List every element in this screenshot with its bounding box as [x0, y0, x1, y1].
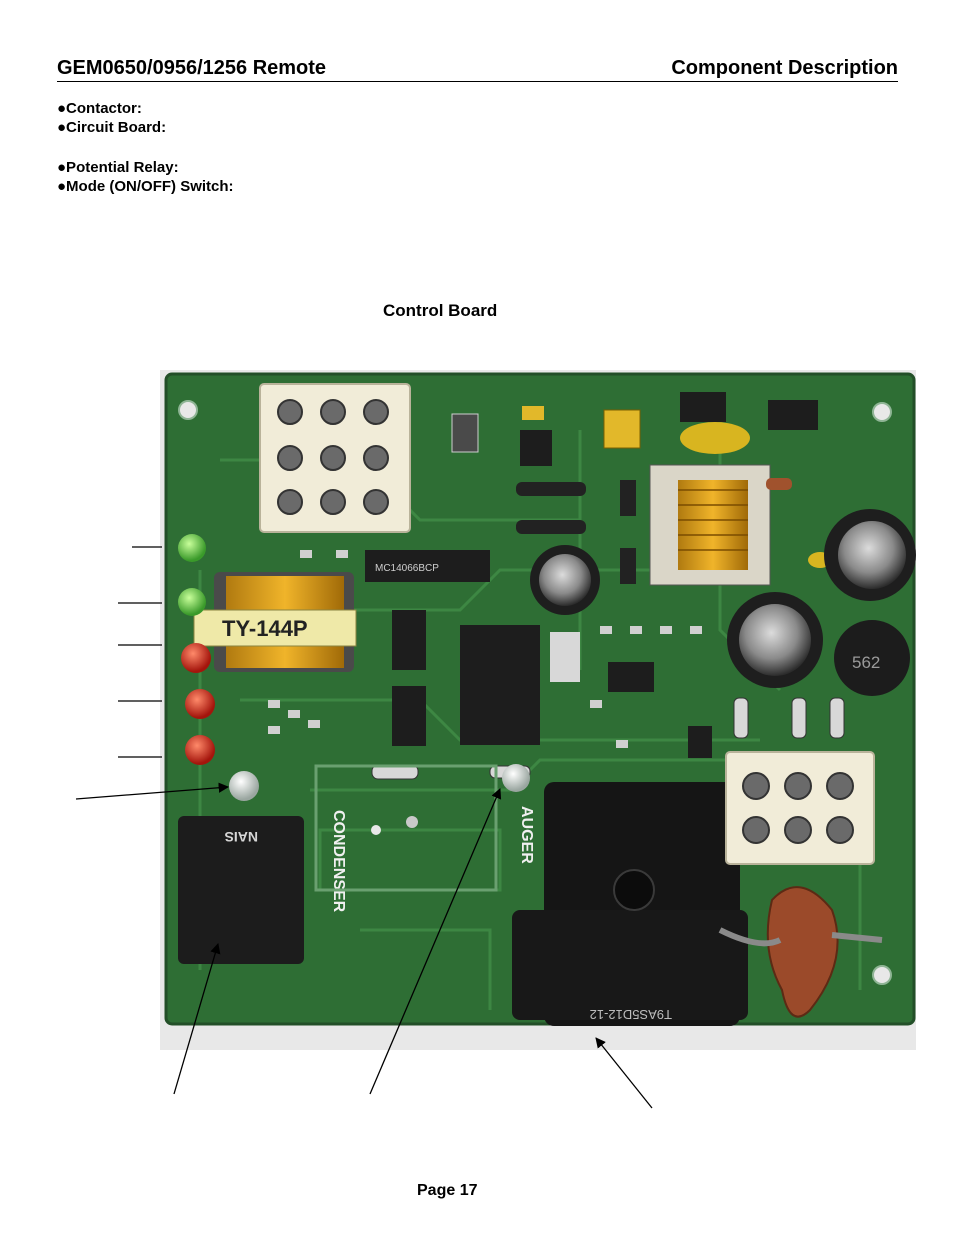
page-number: Page 17 — [417, 1182, 478, 1199]
bullet-mode-switch: ●Mode (ON/OFF) Switch: — [57, 178, 234, 195]
chip-label: MC14066BCP — [375, 563, 439, 574]
led-freeze — [185, 689, 215, 719]
chip-u6 — [608, 662, 654, 692]
bullet-contactor: ●Contactor: — [57, 100, 142, 117]
led-wtr-ok — [178, 534, 206, 562]
led-bin-full — [185, 735, 215, 765]
transformer-label: TY-144P — [222, 616, 308, 641]
led-pwr-ok — [178, 588, 206, 616]
chip-u5 — [365, 550, 490, 582]
bullet-circuit-board: ●Circuit Board: — [57, 119, 167, 136]
thermistor — [766, 886, 839, 1018]
page-header: GEM0650/0956/1256 Remote Component Descr… — [57, 57, 898, 82]
relay-k2 — [178, 816, 304, 964]
chip-u3 — [392, 610, 426, 670]
relay-k2-label: NAIS — [225, 829, 258, 845]
chip-u2 — [392, 686, 426, 746]
capacitor-562 — [834, 620, 910, 696]
chip-u7 — [768, 400, 818, 430]
control-board-photo: MC14066BCP 562 T — [160, 370, 916, 1050]
connector-6pin — [725, 751, 875, 865]
chip-u8 — [680, 392, 726, 422]
chip-u9 — [520, 430, 552, 466]
section-title: Component Description — [671, 57, 898, 79]
chip-u4 — [460, 625, 540, 745]
silkscreen-auger: AUGER — [518, 806, 535, 864]
silkscreen-condenser: CONDENSER — [330, 810, 347, 913]
figure-caption: Control Board — [383, 301, 498, 320]
bullet-potential-relay: ●Potential Relay: — [57, 159, 179, 176]
document-title: GEM0650/0956/1256 Remote — [57, 57, 327, 79]
led-condenser — [229, 771, 259, 801]
capacitor-label: 562 — [852, 653, 880, 672]
led-service — [181, 643, 211, 673]
led-auger — [502, 764, 530, 792]
relay-k1-label: T9AS5D12-12 — [590, 1007, 672, 1022]
